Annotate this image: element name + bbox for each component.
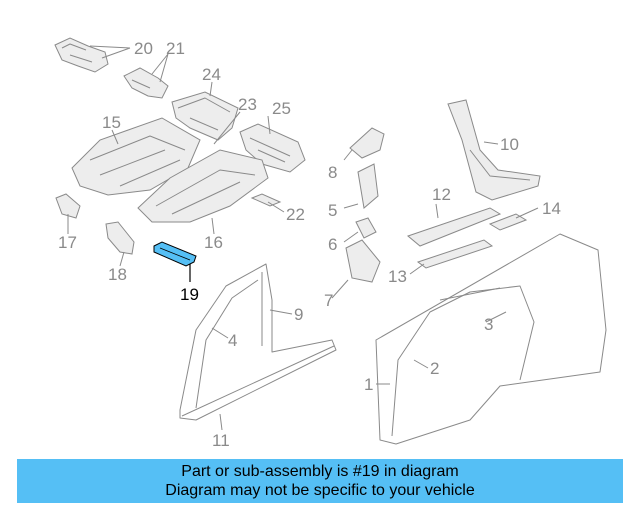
- part-18-drawing: [105, 221, 135, 255]
- label-part-16: 16: [204, 233, 223, 252]
- label-part-8: 8: [328, 163, 337, 182]
- label-part-1: 1: [364, 375, 373, 394]
- label-part-22: 22: [286, 205, 305, 224]
- banner-line-1: Part or sub-assembly is #19 in diagram: [181, 463, 459, 480]
- info-banner: Part or sub-assembly is #19 in diagram D…: [17, 459, 623, 503]
- part-1-2-3-drawing: [375, 233, 607, 445]
- label-part-23: 23: [238, 95, 257, 114]
- label-part-13: 13: [388, 267, 407, 286]
- part-13-drawing: [416, 239, 494, 269]
- label-part-4: 4: [228, 331, 237, 350]
- label-part-11: 11: [212, 431, 230, 450]
- banner-line-2: Diagram may not be specific to your vehi…: [165, 482, 475, 499]
- part-16-drawing: [137, 149, 269, 223]
- label-part-14: 14: [542, 199, 561, 218]
- label-part-24: 24: [202, 65, 221, 84]
- leader-lines: [67, 45, 539, 431]
- part-22-drawing: [250, 193, 282, 207]
- part-4-9-11-drawing: [179, 263, 337, 421]
- label-part-10: 10: [500, 135, 519, 154]
- label-part-25: 25: [272, 99, 291, 118]
- part-19-drawing: [153, 241, 197, 267]
- label-part-12: 12: [432, 185, 451, 204]
- part-10-drawing: [447, 99, 541, 201]
- label-part-2: 2: [430, 359, 439, 378]
- part-17-drawing: [55, 193, 81, 219]
- label-part-5: 5: [328, 201, 337, 220]
- label-part-18: 18: [108, 265, 127, 284]
- part-6-drawing: [355, 217, 377, 239]
- label-part-20: 20: [134, 39, 153, 58]
- label-part-7: 7: [324, 291, 333, 310]
- label-part-17: 17: [58, 233, 77, 252]
- part-8-drawing: [349, 127, 385, 159]
- part-7-drawing: [345, 239, 381, 283]
- label-part-9: 9: [294, 305, 303, 324]
- label-part-15: 15: [102, 113, 121, 132]
- label-part-21: 21: [166, 39, 185, 58]
- part-12-drawing: [406, 207, 502, 247]
- label-part-6: 6: [328, 235, 337, 254]
- part-5-drawing: [357, 163, 379, 209]
- label-part-3: 3: [484, 315, 493, 334]
- part-24-drawing: [171, 91, 239, 141]
- part-20-drawing: [54, 37, 109, 73]
- part-21-drawing: [123, 67, 169, 99]
- label-part-19: 19: [180, 285, 199, 304]
- part-25-drawing: [239, 123, 306, 173]
